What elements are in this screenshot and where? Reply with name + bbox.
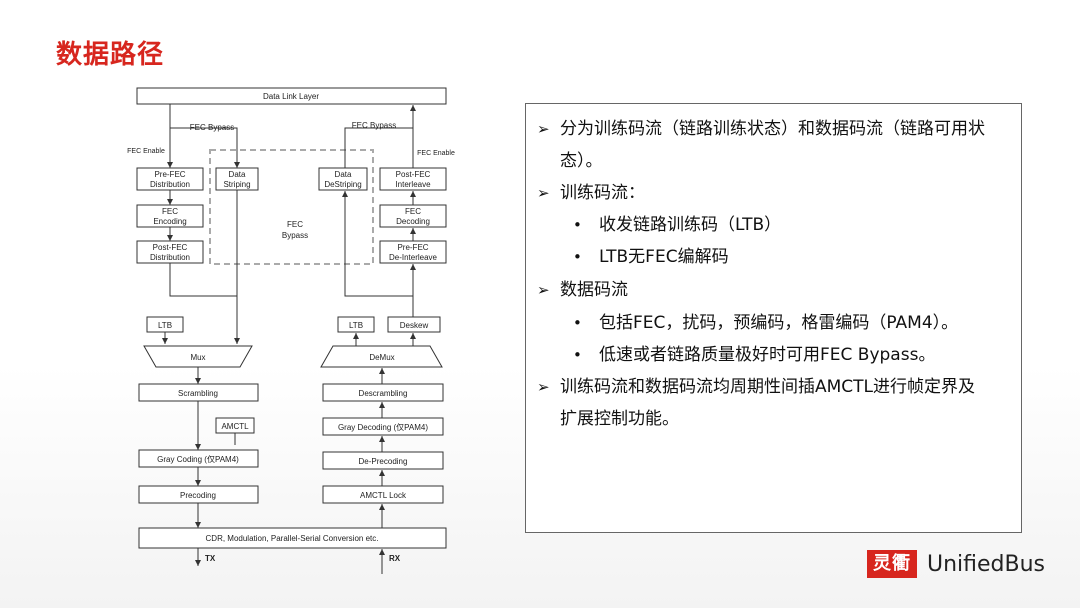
pre-fec-distribution-label-2: Distribution xyxy=(150,180,190,189)
logo-name: UnifiedBus xyxy=(927,551,1046,577)
pre-fec-deinterleave-label-2: De-Interleave xyxy=(389,253,438,262)
scrambling-label: Scrambling xyxy=(178,389,218,398)
fec-bypass-left-label: FEC Bypass xyxy=(190,123,234,132)
ltb-right-label: LTB xyxy=(349,321,363,330)
arrow-bullet-icon: ➢ xyxy=(537,281,550,299)
de-precoding-label: De-Precoding xyxy=(359,457,408,466)
bullet-text: 训练码流： xyxy=(560,183,645,203)
amctl-lock-label: AMCTL Lock xyxy=(360,491,407,500)
bullet-text: 态）。 xyxy=(560,151,603,171)
gray-coding-label: Gray Coding (仅PAM4) xyxy=(157,454,239,464)
deskew-label: Deskew xyxy=(400,321,429,330)
fec-decoding-label-1: FEC xyxy=(405,207,421,216)
bullet-text: 收发链路训练码（LTB） xyxy=(599,215,782,235)
de-precoding-box xyxy=(322,451,444,470)
mux-shape xyxy=(143,345,253,368)
post-fec-interleave-label-1: Post-FEC xyxy=(396,170,431,179)
bullet-text: 数据码流 xyxy=(560,280,628,300)
unifiedbus-logo: 灵衢 UnifiedBus xyxy=(867,550,1045,578)
descrambling-box xyxy=(322,383,444,402)
dot-bullet-icon: • xyxy=(573,248,582,266)
fec-decoding-label-2: Decoding xyxy=(396,217,430,226)
rx-label: RX xyxy=(389,554,401,563)
fec-bypass-center-label-1: FEC xyxy=(287,220,303,229)
post-fec-interleave-label-2: Interleave xyxy=(395,180,431,189)
bullet-line: • 收发链路训练码（LTB） xyxy=(573,212,781,238)
cdr-label: CDR, Modulation, Parallel-Serial Convers… xyxy=(206,534,379,543)
bullet-text: LTB无FEC编解码 xyxy=(599,247,729,267)
arrow-bullet-icon: ➢ xyxy=(537,120,550,138)
ltb-right-box xyxy=(337,316,375,333)
tx-label: TX xyxy=(205,554,216,563)
cdr-box xyxy=(138,527,447,549)
data-striping-label-1: Data xyxy=(229,170,246,179)
amctl-lock-box xyxy=(322,485,444,504)
bullet-line: • 低速或者链路质量极好时可用FEC Bypass。 xyxy=(573,342,935,368)
logo-mark: 灵衢 xyxy=(867,550,917,578)
data-link-layer-label: Data Link Layer xyxy=(263,92,319,101)
fec-encoding-label-1: FEC xyxy=(162,207,178,216)
gray-decoding-label: Gray Decoding (仅PAM4) xyxy=(338,422,428,432)
amctl-label: AMCTL xyxy=(221,422,249,431)
fec-enable-right-label: FEC Enable xyxy=(417,150,455,157)
fec-bypass-center-label-2: Bypass xyxy=(282,231,308,240)
fec-bypass-right-label: FEC Bypass xyxy=(352,121,396,130)
deskew-box xyxy=(387,316,441,333)
bullet-text: 包括FEC，扰码，预编码，格雷编码（PAM4）。 xyxy=(599,313,959,333)
gray-decoding-box xyxy=(322,417,444,436)
dot-bullet-icon: • xyxy=(573,216,582,234)
dot-bullet-icon: • xyxy=(573,346,582,364)
precoding-label: Precoding xyxy=(180,491,216,500)
bullet-line: ➢ 分为训练码流（链路训练状态）和数据码流（链路可用状 xyxy=(537,116,985,142)
data-destriping-label-2: DeStriping xyxy=(324,180,361,189)
data-destriping-box xyxy=(318,167,368,191)
page-title: 数据路径 xyxy=(56,40,165,70)
dot-bullet-icon: • xyxy=(573,314,582,332)
ltb-left-label: LTB xyxy=(158,321,172,330)
fec-bypass-region xyxy=(209,149,374,265)
fec-enable-left-label: FEC Enable xyxy=(127,148,165,155)
descrambling-label: Descrambling xyxy=(359,389,408,398)
demux-shape xyxy=(320,345,443,368)
data-striping-label-2: Striping xyxy=(223,180,250,189)
data-link-layer-box xyxy=(136,87,447,105)
post-fec-distribution-label-1: Post-FEC xyxy=(153,243,188,252)
arrow-bullet-icon: ➢ xyxy=(537,378,550,396)
bullet-line: ➢ 训练码流和数据码流均周期性间插AMCTL进行帧定界及 xyxy=(537,374,975,400)
pre-fec-distribution-label-1: Pre-FEC xyxy=(154,170,185,179)
post-fec-distribution-label-2: Distribution xyxy=(150,253,190,262)
bullet-line: 态）。 xyxy=(560,148,603,174)
data-destriping-label-1: Data xyxy=(335,170,352,179)
demux-label: DeMux xyxy=(369,353,394,362)
bullet-line: ➢ 训练码流： xyxy=(537,180,645,206)
bullet-text: 训练码流和数据码流均周期性间插AMCTL进行帧定界及 xyxy=(560,377,976,397)
bullet-text: 低速或者链路质量极好时可用FEC Bypass。 xyxy=(599,345,936,365)
fec-encoding-label-2: Encoding xyxy=(153,217,186,226)
pre-fec-deinterleave-label-1: Pre-FEC xyxy=(397,243,428,252)
bullet-line: ➢ 数据码流 xyxy=(537,277,628,303)
bullet-text: 扩展控制功能。 xyxy=(560,409,679,429)
arrow-bullet-icon: ➢ xyxy=(537,184,550,202)
bullet-line: 扩展控制功能。 xyxy=(560,406,679,432)
description-panel xyxy=(525,103,1022,533)
mux-label: Mux xyxy=(190,353,205,362)
bullet-line: • LTB无FEC编解码 xyxy=(573,244,729,270)
bullet-text: 分为训练码流（链路训练状态）和数据码流（链路可用状 xyxy=(560,119,985,139)
bullet-line: • 包括FEC，扰码，预编码，格雷编码（PAM4）。 xyxy=(573,310,958,336)
